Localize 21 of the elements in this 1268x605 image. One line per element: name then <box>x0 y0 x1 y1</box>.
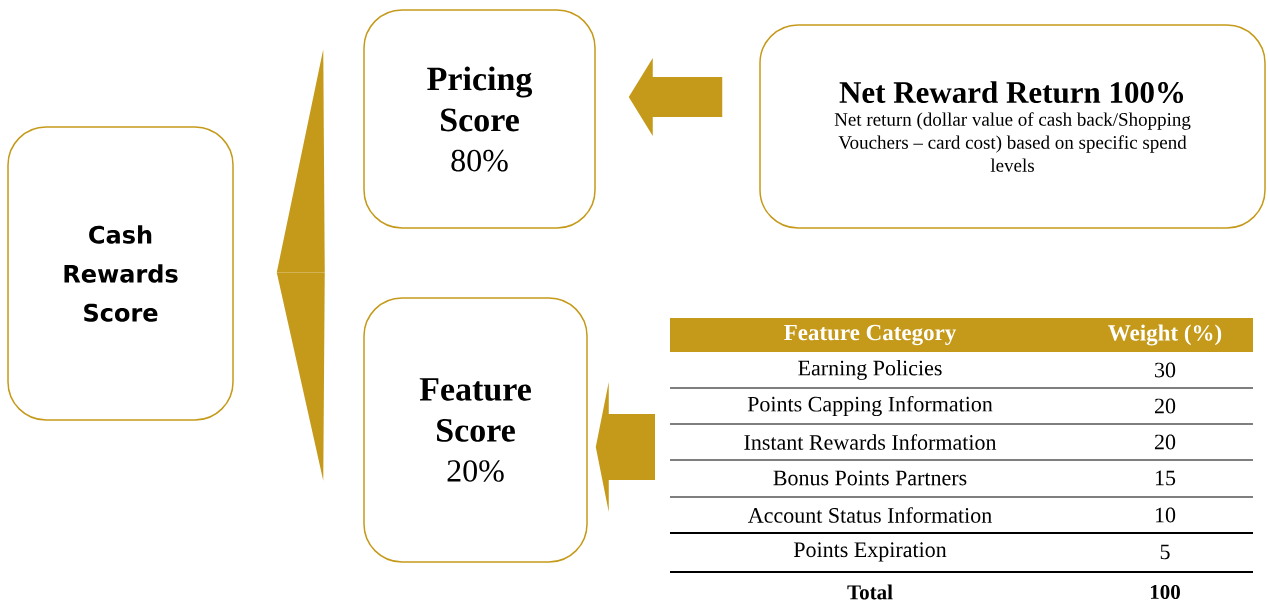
block-arrow <box>595 382 655 512</box>
score-box: Feature Score 20% <box>363 297 588 563</box>
table-cell: 20 <box>1154 434 1176 450</box>
table-cell: Total <box>847 584 893 600</box>
table-cell: Earning Policies <box>798 360 942 380</box>
score-box: Cash Rewards Score <box>7 126 234 421</box>
table-cell: 5 <box>1160 544 1170 560</box>
score-box: Pricing Score 80% <box>363 9 596 229</box>
table-cell: 20 <box>1154 398 1176 414</box>
table-cell: Points Capping Information <box>747 395 993 417</box>
table-cell: Bonus Points Partners <box>773 470 967 486</box>
table-header-cell: Weight (%) <box>1090 318 1253 352</box>
table-cell: 30 <box>1155 362 1176 378</box>
block-arrow <box>628 58 723 136</box>
table-cell: 15 <box>1155 470 1176 486</box>
table-cell: 100 <box>1150 584 1180 600</box>
table-cell: Account Status Information <box>748 507 992 523</box>
table-cell: Instant Rewards Information <box>744 434 997 450</box>
table-cell: 10 <box>1155 507 1176 523</box>
info-box: Net Reward Return 100% Net return (dollar value of cash back/Shopping Vouchers – card cost) based on specific spend levels <box>759 24 1266 229</box>
table-cell: Points Expiration <box>793 542 947 562</box>
